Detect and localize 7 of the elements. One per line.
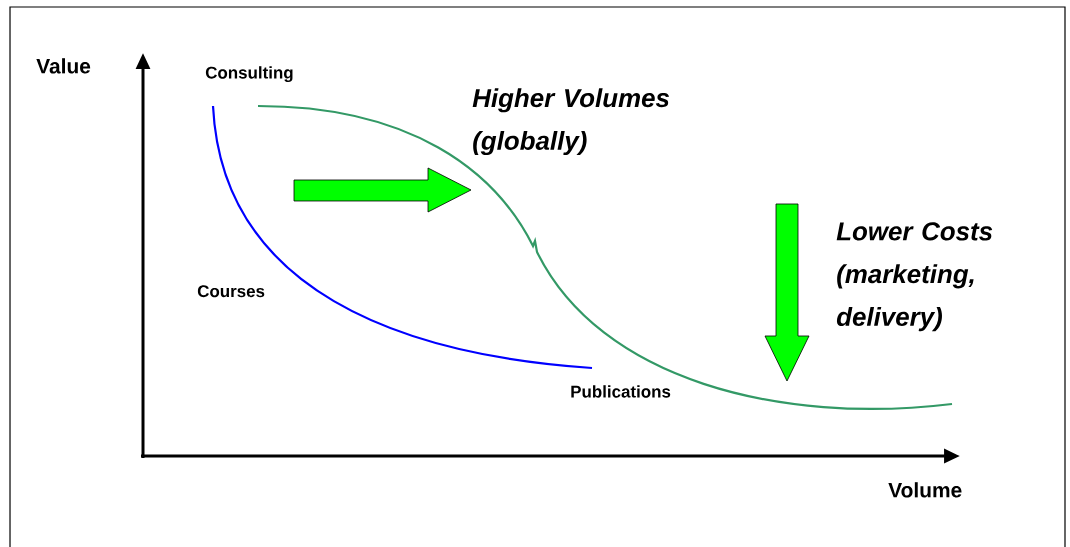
callout-text: Higher Volumes (globally) (472, 88, 669, 156)
axis-label: Value (36, 58, 91, 74)
axis-label: Volume (888, 482, 962, 498)
curve-label: Consulting (205, 66, 293, 83)
callout-text: Lower Costs (marketing, delivery) (836, 222, 993, 332)
curve-label: Publications (571, 385, 671, 398)
curve-label: Courses (197, 285, 265, 298)
